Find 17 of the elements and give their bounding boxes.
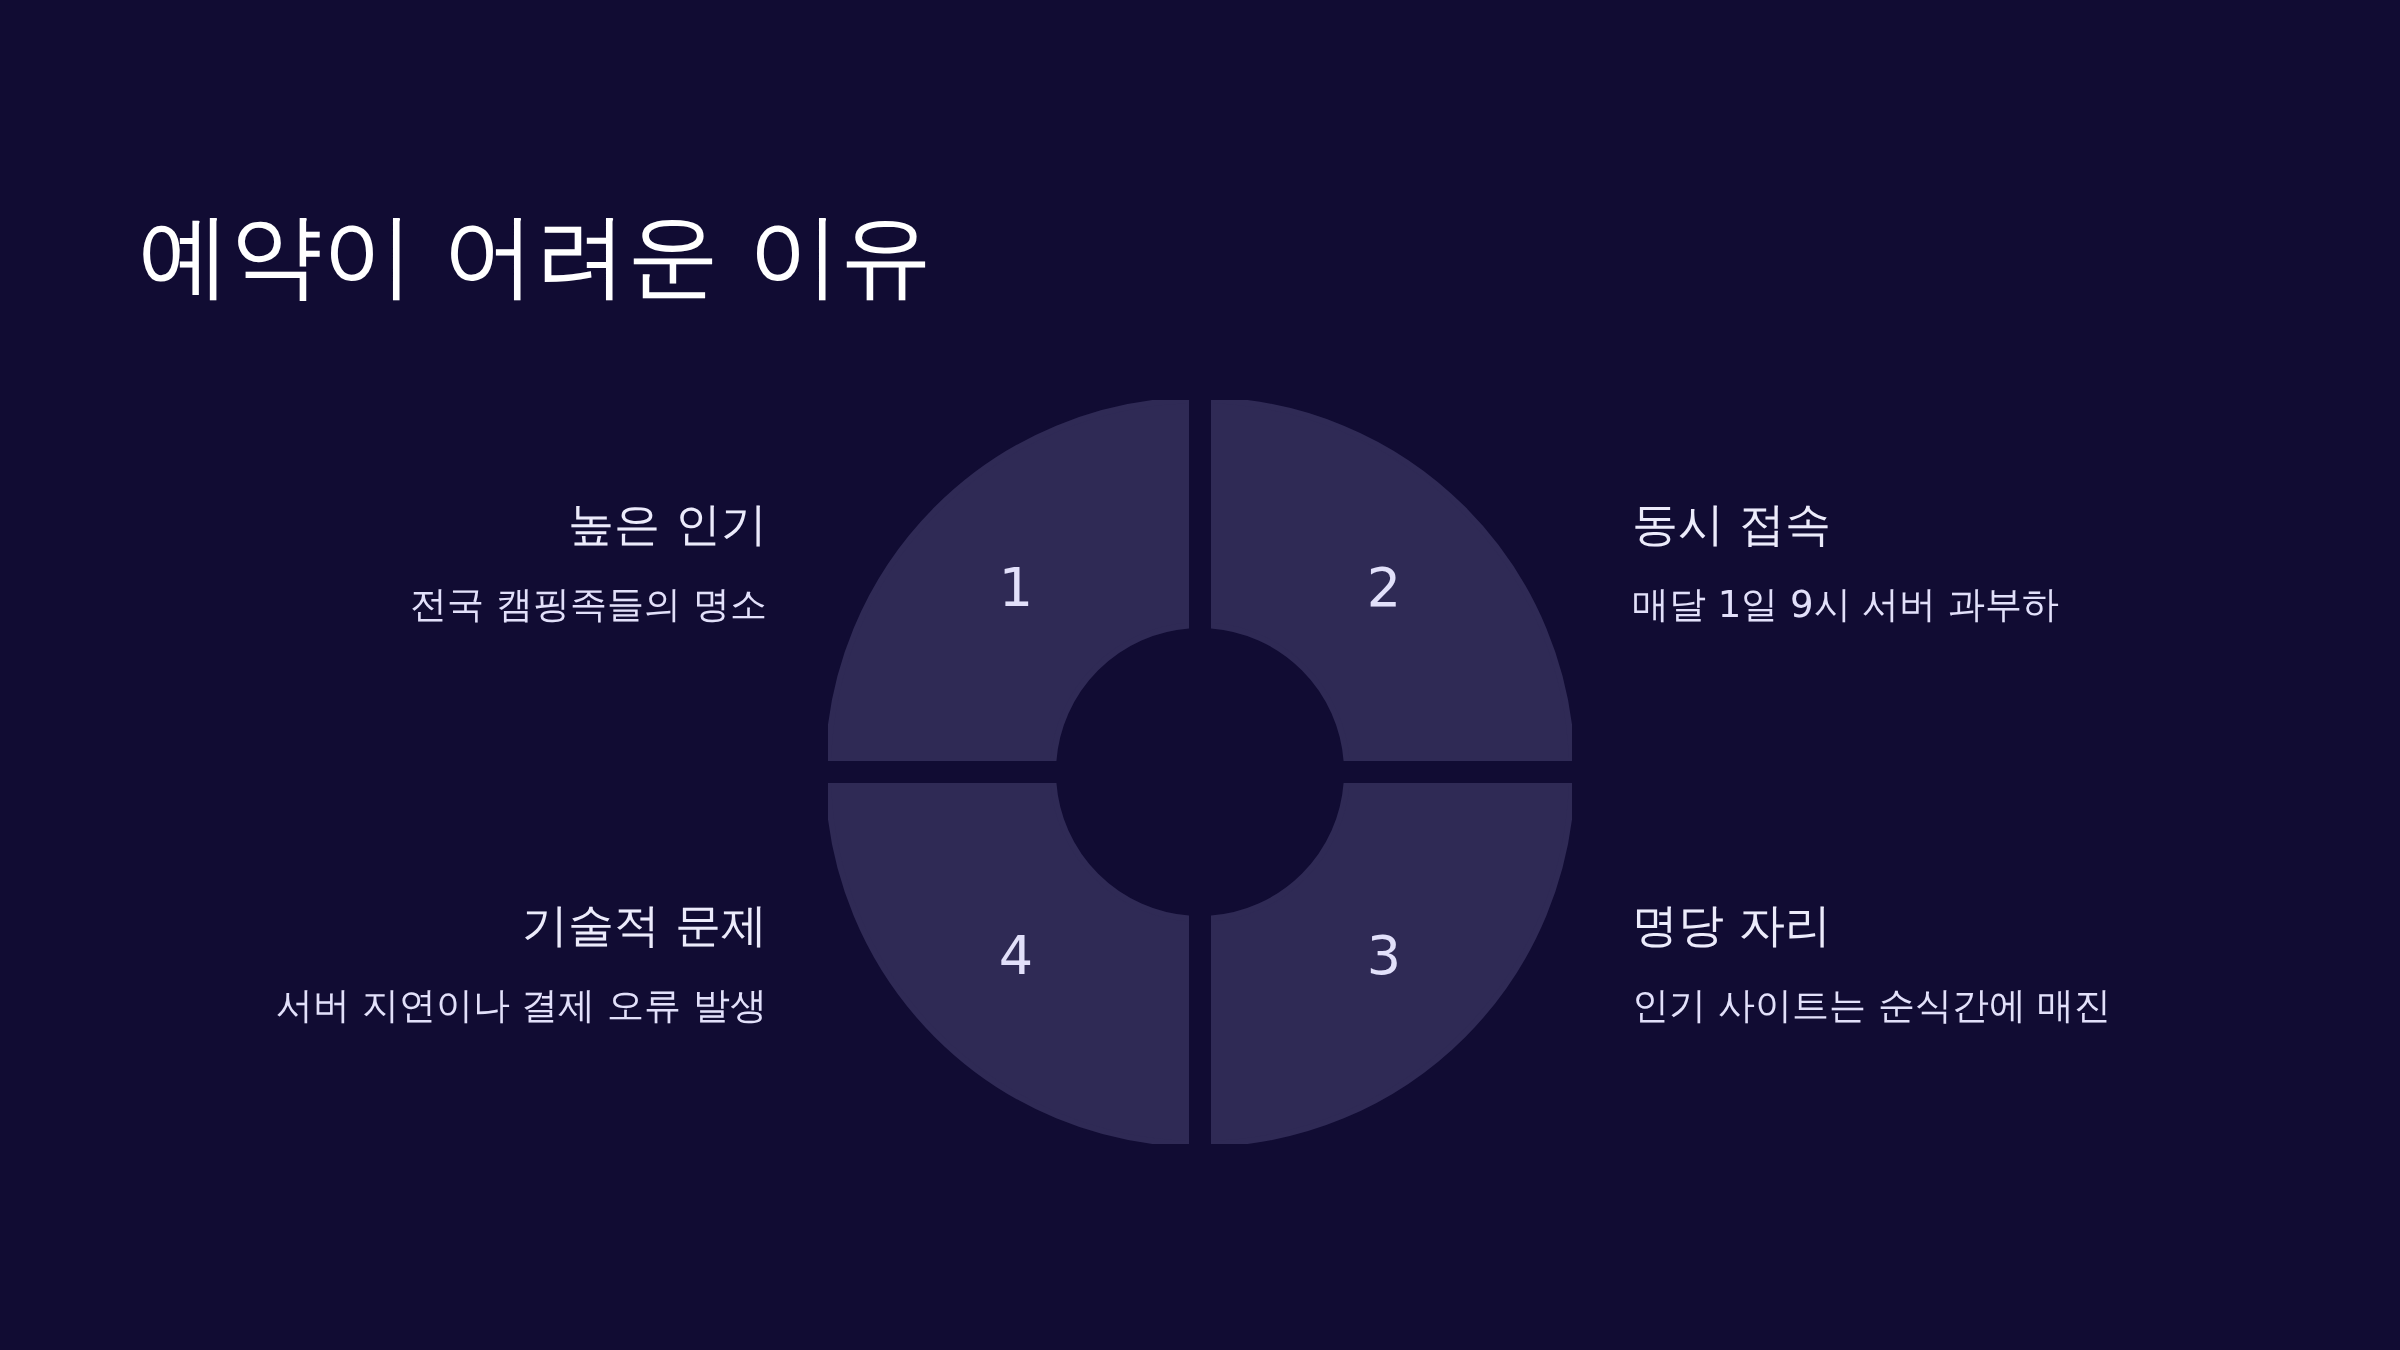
ring-segment [828,783,1189,1144]
item-description: 서버 지연이나 결제 오류 발생 [275,984,767,1029]
ring-segment [1211,783,1572,1144]
item-description: 전국 캠핑족들의 명소 [410,583,767,628]
slide-title: 예약이 어려운 이유 [138,205,933,307]
step-number: 1 [998,561,1034,615]
item-heading: 동시 접속 [1632,497,1831,553]
item-heading: 기술적 문제 [522,898,767,954]
item-description: 인기 사이트는 순식간에 매진 [1632,984,2112,1029]
ring-segment [828,400,1189,761]
item-heading: 명당 자리 [1632,898,1831,954]
step-number: 3 [1366,929,1402,983]
ring-segment [1211,400,1572,761]
item-description: 매달 1일 9시 서버 과부하 [1632,583,2060,628]
step-number: 2 [1366,561,1402,615]
item-heading: 높은 인기 [568,497,767,553]
step-number: 4 [998,929,1034,983]
